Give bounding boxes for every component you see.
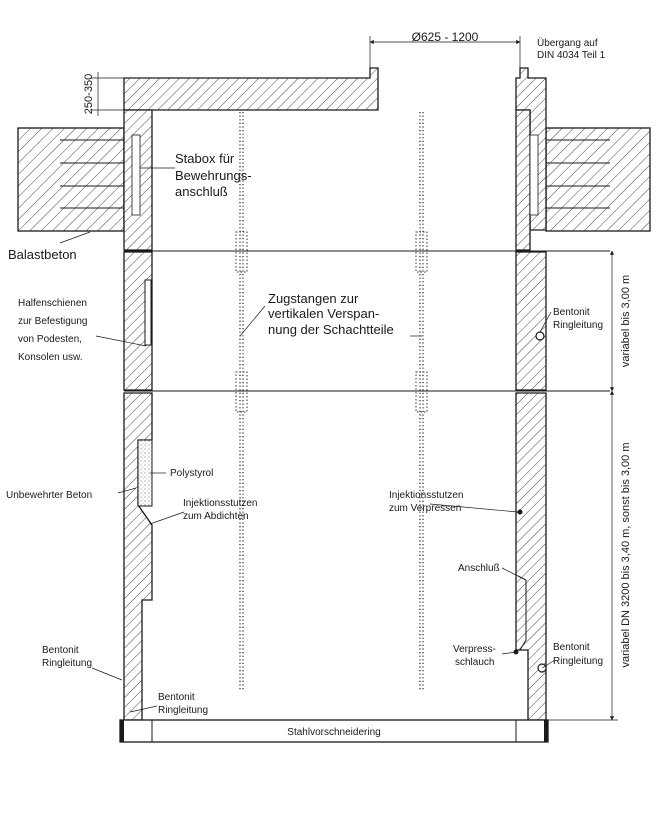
label-verpress-1: Verpress-: [453, 644, 496, 655]
label-zugstangen-2: vertikalen Verspan-: [268, 306, 379, 321]
label-halfen-2: zur Befestigung: [18, 316, 88, 327]
label-bentonit-l2-1: Bentonit: [158, 692, 195, 703]
label-bentonit-l1-1: Bentonit: [42, 645, 79, 656]
segment-joints: [124, 250, 610, 392]
label-stabox-2: Bewehrungs-: [175, 168, 252, 183]
dim-top-opening: Ø625 - 1200: [412, 30, 479, 44]
label-polystyrol: Polystyrol: [170, 468, 213, 479]
label-inj-abdichten-1: Injektionsstutzen: [183, 498, 258, 509]
ballast-concrete: [17, 127, 651, 232]
label-bentonit-r1-1: Bentonit: [553, 307, 590, 318]
left-wall: [123, 109, 153, 721]
label-bentonit-r2-1: Bentonit: [553, 642, 590, 653]
label-bentonit-r1-2: Ringleitung: [553, 320, 603, 331]
label-uebergang-2: DIN 4034 Teil 1: [537, 50, 606, 61]
label-stabox-3: anschluß: [175, 184, 228, 199]
dimension-lines: [90, 36, 618, 721]
label-bentonit-l1-2: Ringleitung: [42, 658, 92, 669]
dim-lower-height: variabel DN 3200 bis 3,40 m, sonst bis 3…: [620, 442, 632, 667]
leader-lines: [59, 167, 556, 713]
right-wall: [513, 109, 547, 721]
label-stahlring: Stahlvorschneidering: [287, 727, 380, 738]
tension-rods: [235, 112, 428, 690]
label-halfen-3: von Podesten,: [18, 334, 82, 345]
label-verpress-2: schlauch: [455, 657, 494, 668]
label-zugstangen-1: Zugstangen zur: [268, 291, 359, 306]
label-stabox-1: Stabox für: [175, 151, 235, 166]
cover-slab: [123, 67, 547, 231]
label-halfen-1: Halfenschienen: [18, 298, 87, 309]
label-uebergang-1: Übergang auf: [537, 37, 598, 49]
dim-top-height: 250-350: [83, 74, 95, 114]
label-zugstangen-3: nung der Schachtteile: [268, 322, 394, 337]
label-halfen-4: Konsolen usw.: [18, 352, 83, 363]
dim-segment-height: variabel bis 3,00 m: [620, 275, 632, 367]
label-inj-verpressen-1: Injektionsstutzen: [389, 490, 464, 501]
label-unbewehrt: Unbewehrter Beton: [6, 490, 92, 501]
label-inj-verpressen-2: zum Verpressen: [389, 503, 461, 514]
label-inj-abdichten-2: zum Abdichten: [183, 511, 249, 522]
label-balastbeton: Balastbeton: [8, 247, 77, 262]
label-bentonit-r2-2: Ringleitung: [553, 656, 603, 667]
steel-cutting-ring: [119, 719, 549, 743]
label-bentonit-l2-2: Ringleitung: [158, 705, 208, 716]
label-anschluss: Anschluß: [458, 563, 500, 574]
